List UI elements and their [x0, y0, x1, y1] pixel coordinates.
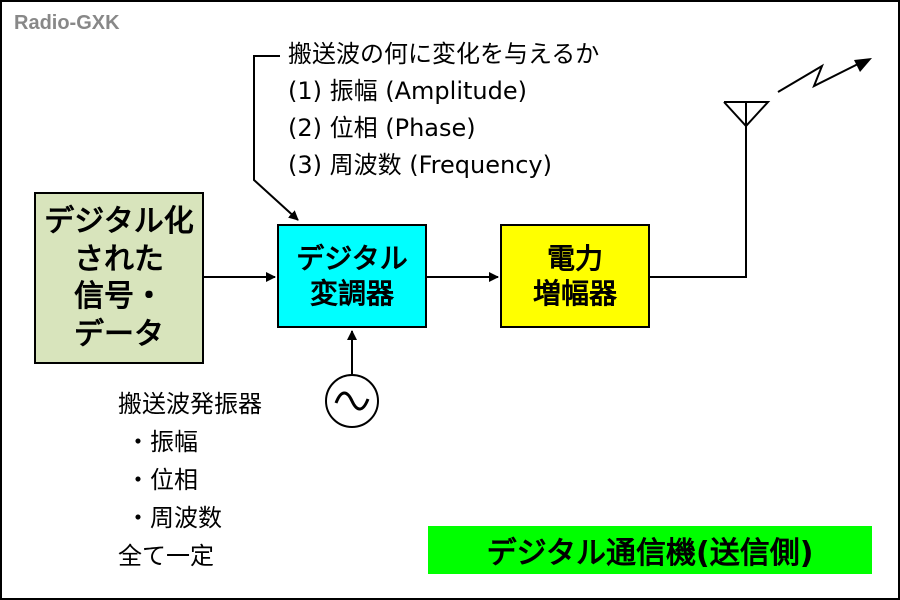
modulation-question-note: 搬送波の何に変化を与えるか (1) 振幅 (Amplitude) (2) 位相 … — [288, 36, 599, 184]
question-item-amplitude: (1) 振幅 (Amplitude) — [288, 77, 527, 105]
modulator-block-line: デジタル — [296, 242, 408, 275]
oscillator-item-amplitude: ・振幅 — [126, 428, 198, 456]
brand-label: Radio-GXK — [14, 12, 120, 34]
input-block-line: 信号・ — [74, 279, 164, 314]
question-heading: 搬送波の何に変化を与えるか — [288, 40, 600, 68]
arrow-question-to-modulator — [253, 55, 299, 221]
sine-oscillator-icon — [325, 374, 379, 428]
diagram-title-banner: デジタル通信機(送信側) — [428, 526, 872, 574]
question-item-phase: (2) 位相 (Phase) — [288, 114, 476, 142]
digital-modulator-block: デジタル 変調器 — [277, 224, 427, 328]
oscillator-item-phase: ・位相 — [126, 466, 198, 494]
power-amplifier-block: 電力 増幅器 — [500, 224, 650, 328]
oscillator-title: 搬送波発振器 — [118, 390, 262, 418]
input-block-line: デジタル化 — [44, 204, 194, 239]
modulator-block-line: 変調器 — [309, 277, 394, 310]
input-block-line: された — [74, 241, 164, 277]
oscillator-note: 搬送波発振器 ・振幅 ・位相 ・周波数 全て一定 — [118, 385, 262, 575]
amplifier-block-line: 電力 — [546, 242, 603, 275]
question-item-frequency: (3) 周波数 (Frequency) — [288, 151, 552, 179]
antenna-icon — [723, 101, 771, 128]
input-block-line: データ — [74, 316, 164, 352]
antenna-feed-line — [650, 102, 747, 278]
digital-data-block: デジタル化 された 信号・ データ — [34, 192, 204, 364]
oscillator-footer: 全て一定 — [118, 542, 214, 570]
radio-wave-icon — [777, 58, 872, 93]
amplifier-block-line: 増幅器 — [532, 277, 617, 310]
oscillator-item-frequency: ・周波数 — [126, 504, 222, 532]
